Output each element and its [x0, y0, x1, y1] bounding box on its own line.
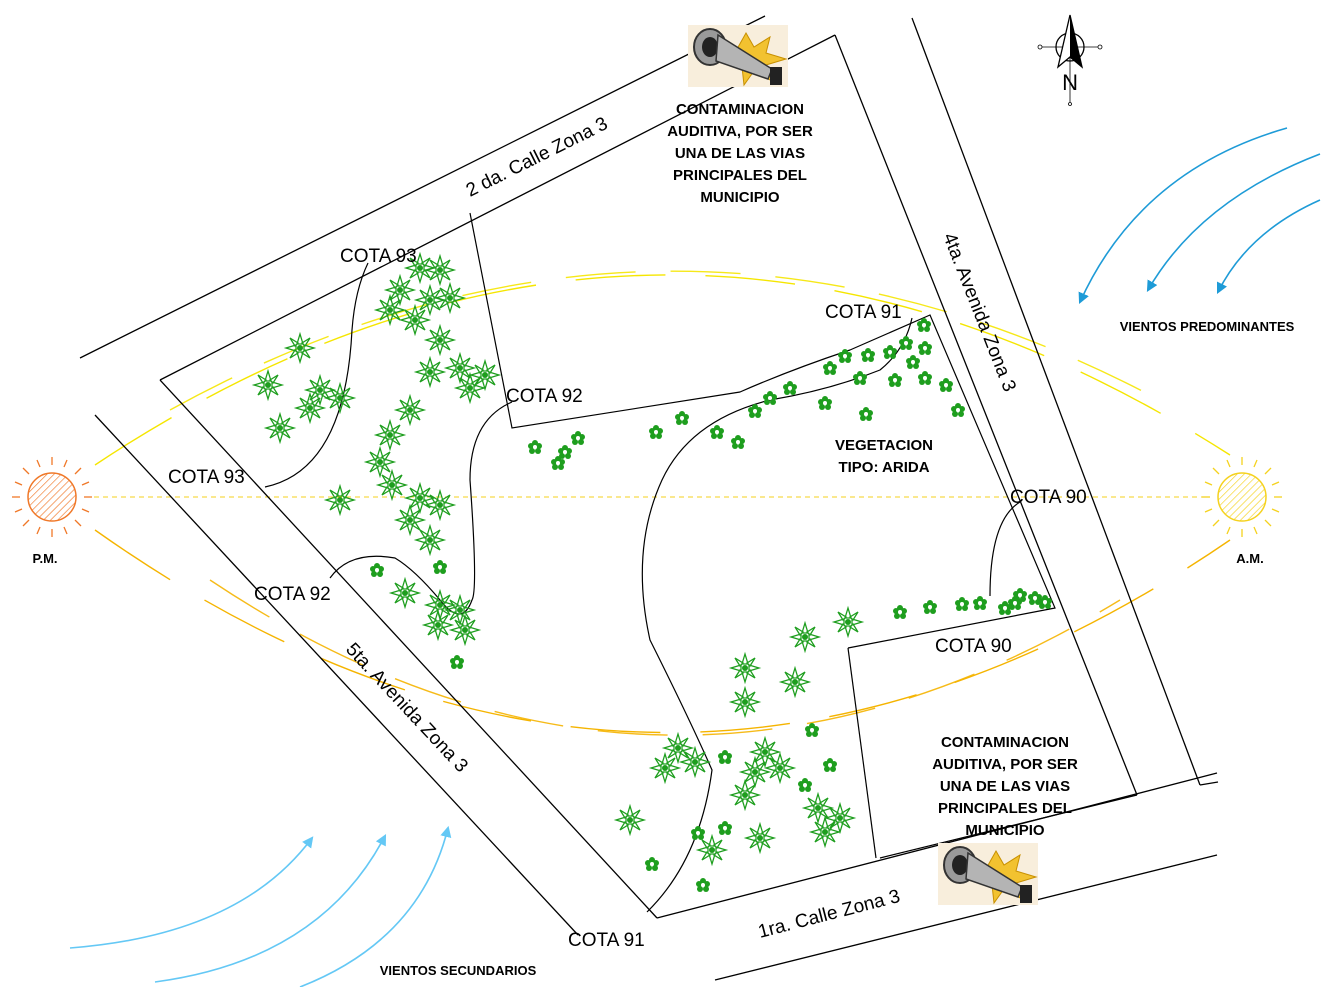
cota-label: COTA 90	[935, 636, 1012, 657]
svg-text:AUDITIVA, POR SER: AUDITIVA, POR SER	[932, 756, 1078, 773]
north-label: N	[1062, 70, 1078, 95]
cota-label: COTA 91	[825, 302, 902, 323]
svg-text:TIPO: ARIDA: TIPO: ARIDA	[838, 459, 929, 476]
svg-text:UNA DE LAS VIAS: UNA DE LAS VIAS	[940, 778, 1070, 795]
horn-icon-bottom	[937, 842, 1039, 906]
winds-secondary-label: VIENTOS SECUNDARIOS	[380, 963, 537, 978]
svg-text:MUNICIPIO: MUNICIPIO	[700, 189, 780, 206]
vegetation-note: VEGETACION TIPO: ARIDA	[835, 437, 933, 476]
noise-note-top: CONTAMINACION AUDITIVA, POR SER UNA DE L…	[667, 101, 813, 206]
cota-label: COTA 90	[1010, 487, 1087, 508]
cota-label: COTA 93	[168, 467, 245, 488]
street-label-right: 4ta. Avenida Zona 3	[938, 230, 1019, 395]
svg-text:PRINCIPALES DEL: PRINCIPALES DEL	[673, 167, 807, 184]
street-label-bottom: 1ra. Calle Zona 3	[756, 886, 902, 943]
sun-icon-pm	[12, 457, 92, 537]
svg-text:PRINCIPALES DEL: PRINCIPALES DEL	[938, 800, 1072, 817]
parcel-lines	[469, 212, 1138, 859]
vegetation	[253, 253, 1052, 892]
cota-label: COTA 91	[568, 930, 645, 951]
wind-arrows-predominant	[1078, 127, 1321, 305]
svg-text:AUDITIVA, POR SER: AUDITIVA, POR SER	[667, 123, 813, 140]
pm-label: P.M.	[32, 551, 57, 566]
cota-label: COTA 92	[254, 584, 331, 605]
street-label-top: 2 da. Calle Zona 3	[463, 113, 611, 201]
north-arrow-icon: N	[1037, 14, 1103, 106]
cota-label: COTA 92	[506, 386, 583, 407]
winds-predominant-label: VIENTOS PREDOMINANTES	[1120, 319, 1295, 334]
am-label: A.M.	[1236, 551, 1263, 566]
street-lines	[79, 15, 1219, 981]
sun-path-arcs	[85, 270, 1231, 736]
wind-arrows-secondary	[69, 825, 452, 987]
svg-text:VEGETACION: VEGETACION	[835, 437, 933, 454]
horn-icon-top	[687, 24, 789, 88]
svg-text:MUNICIPIO: MUNICIPIO	[965, 822, 1045, 839]
noise-note-bottom: CONTAMINACION AUDITIVA, POR SER UNA DE L…	[932, 734, 1078, 839]
cota-label: COTA 93	[340, 246, 417, 267]
svg-text:CONTAMINACION: CONTAMINACION	[941, 734, 1069, 751]
svg-text:UNA DE LAS VIAS: UNA DE LAS VIAS	[675, 145, 805, 162]
sun-icon-am	[1202, 457, 1282, 537]
svg-text:CONTAMINACION: CONTAMINACION	[676, 101, 804, 118]
